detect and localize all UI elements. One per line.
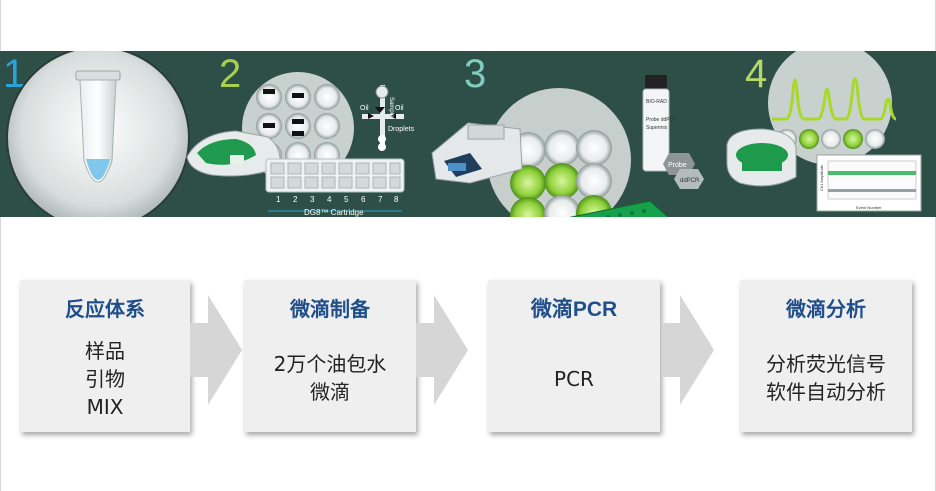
droplet-reader-device bbox=[726, 128, 797, 187]
supermix-bottle bbox=[642, 75, 670, 172]
droplet-junction-diagram bbox=[362, 85, 404, 151]
box-title-droplet-analysis: 微滴分析 bbox=[786, 297, 866, 321]
cartridge-number-8: 8 bbox=[394, 195, 399, 204]
tube-icon bbox=[75, 70, 121, 183]
plot-ylabel: Ch1 Amplitude bbox=[819, 164, 824, 191]
cartridge-number-5: 5 bbox=[344, 195, 349, 204]
flow-arrow-1 bbox=[190, 295, 242, 405]
box-line: 引物 bbox=[85, 367, 125, 391]
step-2-number: 2 bbox=[219, 52, 241, 96]
box-line: 软件自动分析 bbox=[766, 380, 886, 404]
flow-arrow-3 bbox=[662, 295, 714, 405]
step-4-number: 4 bbox=[745, 52, 767, 96]
box-body-droplet-generation: 2万个油包水 微滴 bbox=[244, 350, 416, 406]
thermal-cycler-device bbox=[431, 122, 523, 184]
sample-label: Sample bbox=[388, 97, 394, 118]
oil-label-right: Oil bbox=[395, 105, 404, 112]
pcr-droplets bbox=[510, 130, 612, 217]
step-box-droplet-pcr: 微滴PCR PCR bbox=[488, 280, 660, 432]
cartridge-number-3: 3 bbox=[310, 195, 315, 204]
bottle-brand: BIO-RAD bbox=[646, 99, 667, 105]
droplets-label: Droplets bbox=[388, 126, 415, 133]
box-title-droplet-pcr: 微滴PCR bbox=[530, 298, 618, 321]
box-line: 2万个油包水 bbox=[273, 352, 387, 376]
box-body-droplet-analysis: 分析荧光信号 软件自动分析 bbox=[740, 350, 912, 406]
step-box-droplet-generation: 微滴制备 2万个油包水 微滴 bbox=[244, 280, 416, 432]
step-box-reaction-system: 反应体系 样品 引物 MIX bbox=[20, 280, 190, 432]
droplet-wells bbox=[256, 84, 340, 168]
probe-ddpcr-badges bbox=[663, 153, 704, 189]
box-title-reaction-system: 反应体系 bbox=[65, 297, 145, 321]
box-line: PCR bbox=[554, 367, 594, 391]
box-line: 分析荧光信号 bbox=[766, 352, 886, 376]
step-1-number: 1 bbox=[3, 52, 25, 96]
cartridge-number-1: 1 bbox=[276, 195, 281, 204]
box-body-reaction-system: 样品 引物 MIX bbox=[20, 337, 190, 421]
bottle-line-1: Probe ddPCR bbox=[646, 117, 677, 123]
box-line: MIX bbox=[86, 395, 124, 419]
cartridge-image bbox=[265, 158, 405, 193]
result-plot bbox=[816, 154, 922, 212]
oil-label-left: Oil bbox=[360, 105, 369, 112]
box-body-droplet-pcr: PCR bbox=[488, 365, 660, 393]
plot-xlabel: Event Number bbox=[856, 205, 882, 210]
cartridge-number-6: 6 bbox=[361, 195, 366, 204]
bottle-line-2: Supermix bbox=[646, 125, 668, 131]
workflow-banner: 1 2 bbox=[0, 51, 936, 217]
cartridge-number-2: 2 bbox=[293, 195, 298, 204]
droplet-generator-device bbox=[186, 130, 281, 177]
step-3-number: 3 bbox=[464, 52, 486, 96]
pcr-plate bbox=[569, 200, 669, 217]
fluorescence-peaks bbox=[772, 77, 897, 121]
cartridge-number-4: 4 bbox=[327, 195, 332, 204]
box-title-droplet-generation: 微滴制备 bbox=[290, 297, 370, 321]
box-line: 微滴 bbox=[310, 380, 350, 404]
flow-arrow-2 bbox=[416, 295, 468, 405]
cartridge-label: DG8™ Cartridge bbox=[304, 208, 364, 217]
box-line: 样品 bbox=[85, 339, 125, 363]
probe-label: Probe bbox=[668, 162, 687, 169]
cartridge-number-7: 7 bbox=[378, 195, 383, 204]
left-border bbox=[0, 0, 1, 491]
step-box-droplet-analysis: 微滴分析 分析荧光信号 软件自动分析 bbox=[740, 280, 912, 432]
ddpcr-label: ddPCR bbox=[680, 178, 700, 184]
